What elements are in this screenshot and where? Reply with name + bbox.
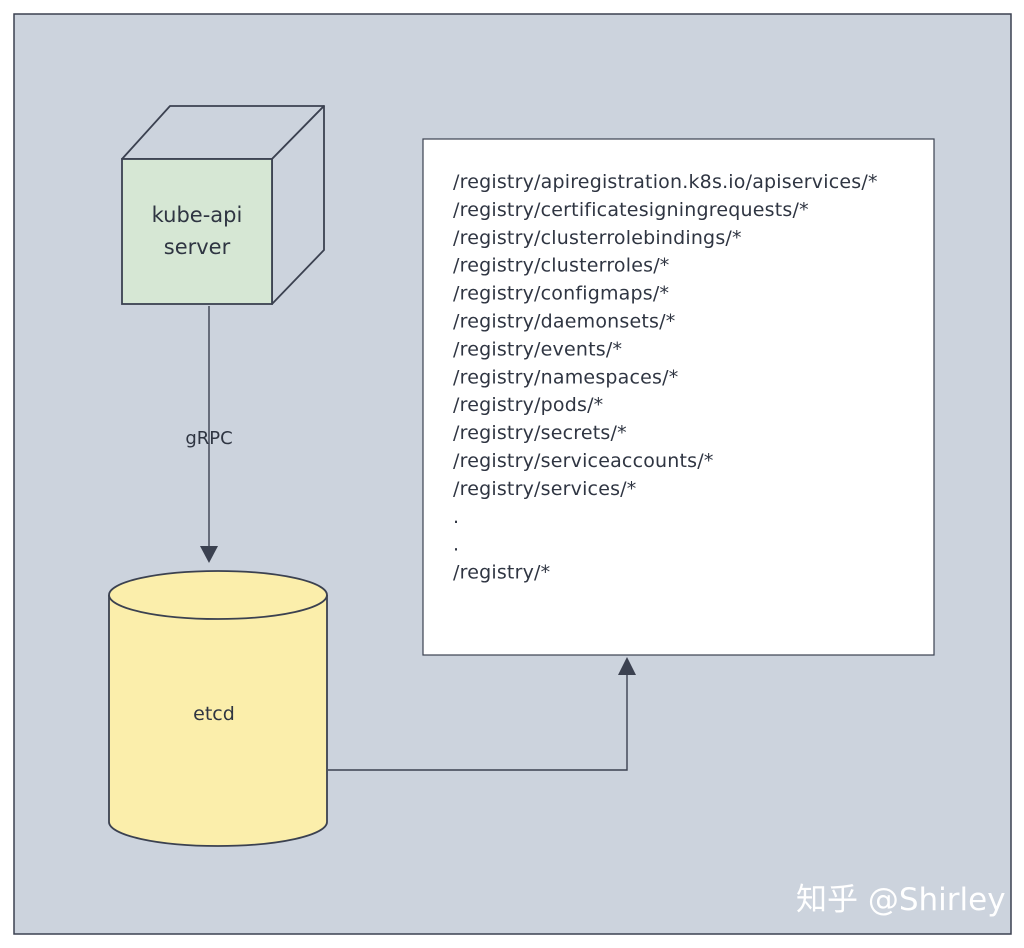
- registry-panel: /registry/apiregistration.k8s.io/apiserv…: [422, 138, 935, 656]
- etcd-label: etcd: [193, 703, 235, 725]
- registry-key-line: /registry/daemonsets/*: [453, 311, 675, 333]
- kube-api-server-node: kube-api server: [121, 105, 325, 305]
- registry-key-line: /registry/configmaps/*: [453, 283, 669, 305]
- registry-panel-box: [422, 138, 935, 656]
- etcd-registry-line: [328, 674, 628, 771]
- registry-key-line: /registry/services/*: [453, 478, 637, 500]
- etcd-registry-connector: [328, 657, 636, 771]
- registry-key-line: /registry/clusterroles/*: [453, 255, 670, 277]
- etcd-top: [108, 570, 328, 620]
- etcd-node: etcd: [108, 570, 328, 847]
- grpc-arrowhead: [200, 546, 218, 563]
- server-label-line2: server: [164, 235, 231, 259]
- cube-front-face: [121, 158, 273, 305]
- watermark: 知乎 @Shirley: [796, 882, 1006, 918]
- etcd-body: [108, 595, 328, 847]
- registry-key-line: /registry/apiregistration.k8s.io/apiserv…: [453, 171, 878, 193]
- registry-key-line: /registry/pods/*: [453, 394, 603, 416]
- server-label-line1: kube-api: [152, 203, 243, 227]
- registry-key-line: .: [453, 506, 459, 528]
- etcd-registry-arrowhead: [618, 657, 636, 675]
- grpc-label: gRPC: [185, 428, 232, 449]
- registry-key-line: .: [453, 534, 459, 556]
- registry-key-line: /registry/serviceaccounts/*: [453, 450, 714, 472]
- registry-key-line: /registry/secrets/*: [453, 422, 627, 444]
- registry-key-list: /registry/apiregistration.k8s.io/apiserv…: [453, 171, 878, 584]
- grpc-connector: gRPC: [185, 306, 233, 563]
- registry-key-line: /registry/events/*: [453, 338, 622, 360]
- registry-key-line: /registry/namespaces/*: [453, 366, 678, 388]
- registry-key-line: /registry/clusterrolebindings/*: [453, 227, 742, 249]
- registry-key-line: /registry/*: [453, 562, 550, 584]
- registry-key-line: /registry/certificatesigningrequests/*: [453, 199, 809, 221]
